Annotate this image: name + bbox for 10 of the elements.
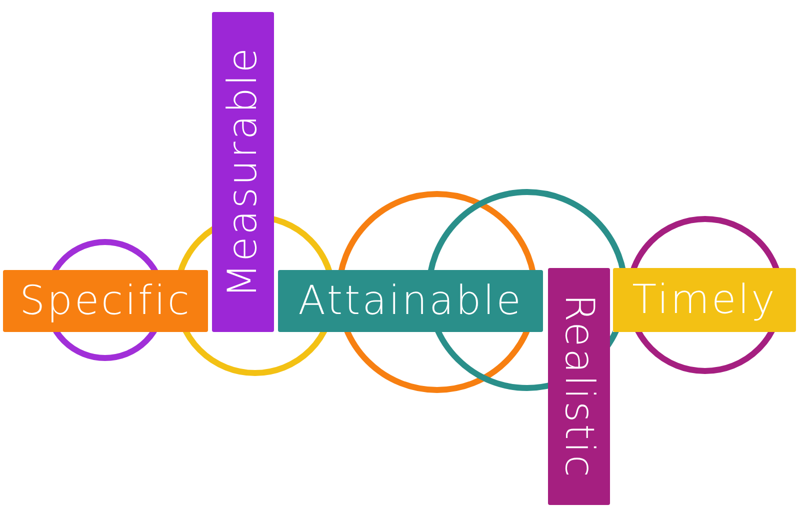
label-bar — [3, 270, 208, 332]
label-bar — [548, 268, 610, 505]
label-bar — [613, 268, 796, 332]
bar-label: Timely — [632, 280, 777, 320]
label-bar — [212, 12, 274, 332]
bar-label: Realistic — [559, 294, 599, 479]
bar-label: Attainable — [298, 281, 523, 321]
bar-label: Specific — [20, 281, 192, 321]
bar-label: Measurable — [223, 46, 263, 298]
label-bar — [278, 270, 543, 332]
